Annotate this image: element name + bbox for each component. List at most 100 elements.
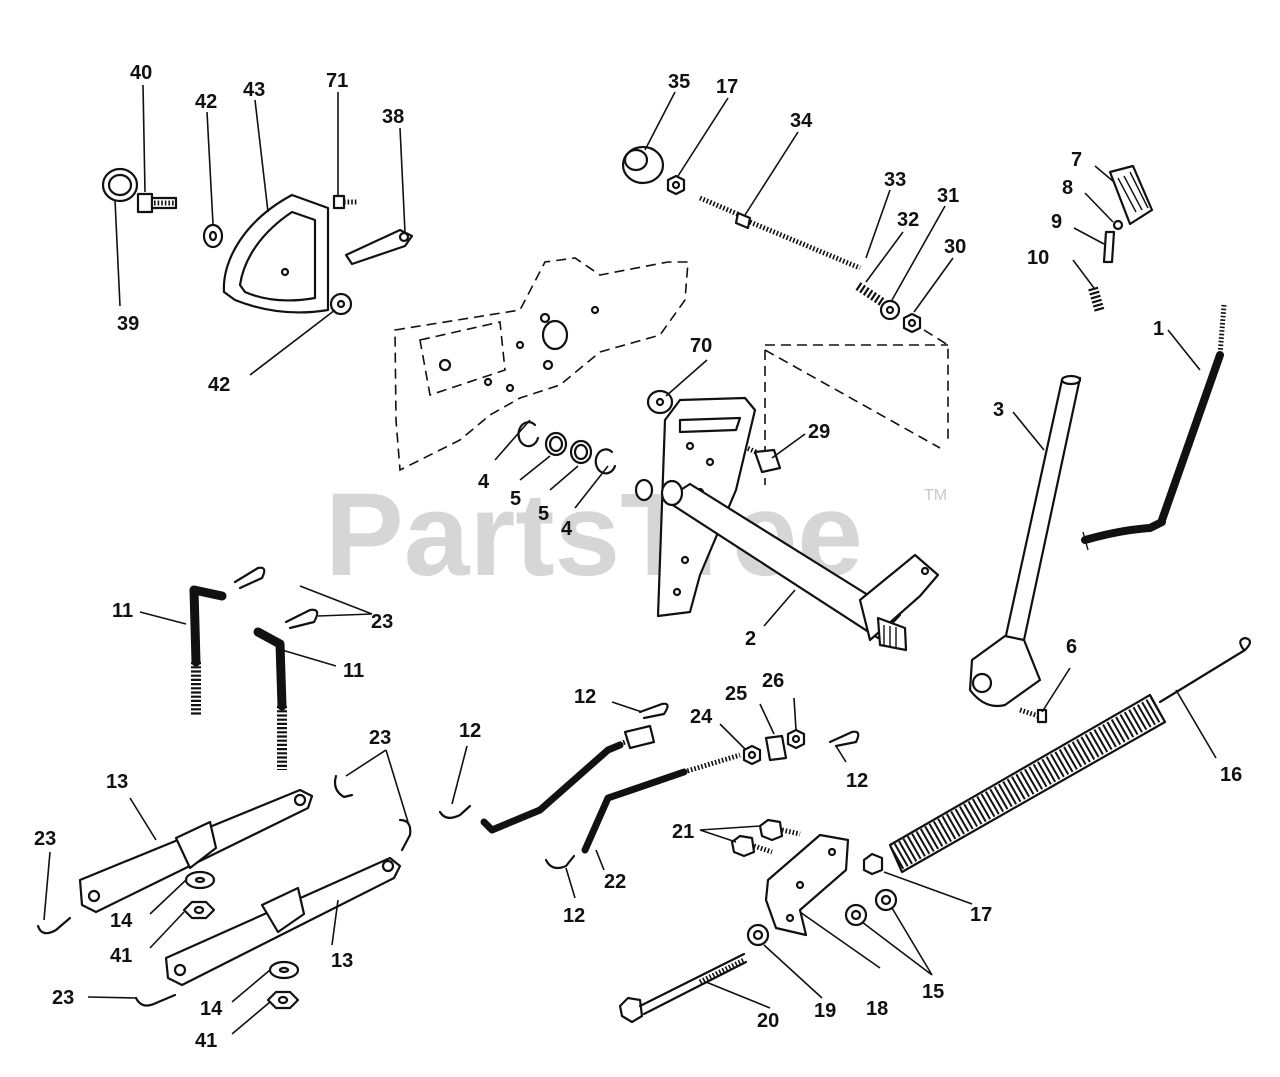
frame-outline (394, 257, 949, 485)
part-11-link-left[interactable] (189, 585, 227, 716)
part-4-clip-left[interactable] (517, 421, 540, 448)
callout-23: 23 (52, 987, 74, 1009)
part-13-lift-arm-lower[interactable] (164, 856, 402, 987)
part-7-grip[interactable] (1108, 164, 1154, 226)
callout-4: 4 (478, 471, 490, 493)
part-12-hairpin-right[interactable] (828, 730, 860, 748)
part-22-control-rod[interactable] (581, 752, 741, 854)
callout-31: 31 (937, 185, 959, 207)
callout-17: 17 (970, 904, 992, 926)
callout-25: 25 (725, 683, 747, 705)
part-8-detent[interactable] (1112, 219, 1124, 231)
part-15-spacer-right[interactable] (874, 888, 898, 912)
part-control-rod-upper[interactable] (480, 724, 656, 834)
callout-40: 40 (130, 62, 152, 84)
part-23-hairpin-1[interactable] (233, 566, 266, 590)
callout-23: 23 (369, 727, 391, 749)
callout-35: 35 (668, 71, 690, 93)
part-23-hairpin-4[interactable] (398, 818, 412, 852)
part-34-threaded-rod[interactable] (699, 195, 861, 271)
callout-14: 14 (200, 998, 223, 1020)
callout-16: 16 (1220, 764, 1242, 786)
part-12-hairpin-upper[interactable] (638, 702, 669, 720)
callout-8: 8 (1062, 177, 1073, 199)
part-1-lift-rod[interactable] (1081, 304, 1227, 551)
part-16-spring[interactable] (888, 636, 1252, 874)
part-17-nut-lower[interactable] (862, 852, 884, 876)
part-15-spacer-left[interactable] (844, 903, 868, 927)
part-23-hairpin-5[interactable] (36, 916, 72, 935)
part-5-washer-right[interactable] (569, 439, 593, 465)
part-13-lift-arm-upper[interactable] (78, 788, 314, 914)
part-35-knob[interactable] (621, 145, 665, 185)
callout-39: 39 (117, 313, 139, 335)
callout-1: 1 (1153, 318, 1164, 340)
part-14-washer-lower[interactable] (268, 960, 300, 980)
part-5-washer-left[interactable] (544, 431, 568, 457)
callout-12: 12 (846, 770, 868, 792)
part-23-hairpin-3[interactable] (333, 774, 354, 799)
callout-18: 18 (866, 998, 888, 1020)
callout-10: 10 (1027, 247, 1049, 269)
callout-5: 5 (510, 488, 521, 510)
callout-33: 33 (884, 169, 906, 191)
callout-23: 23 (34, 828, 56, 850)
part-3-lift-handle[interactable] (968, 374, 1082, 708)
callout-21: 21 (672, 821, 694, 843)
callout-42: 42 (195, 91, 217, 113)
part-25-ferrule[interactable] (764, 734, 788, 762)
callout-41: 41 (110, 945, 132, 967)
part-24-nut[interactable] (742, 744, 762, 766)
callout-12: 12 (563, 905, 585, 927)
callout-labels: 40 42 43 71 38 39 42 35 17 34 33 32 31 3… (34, 62, 1242, 1052)
part-26-nut[interactable] (786, 728, 806, 750)
callout-22: 22 (604, 871, 626, 893)
part-23-hairpin-6[interactable] (134, 993, 177, 1007)
part-38-bracket[interactable] (344, 228, 414, 266)
part-23-hairpin-2[interactable] (284, 608, 319, 630)
part-10-spring[interactable] (1088, 286, 1105, 314)
part-18-bracket[interactable] (764, 833, 850, 937)
part-29-adjuster-block[interactable] (736, 441, 782, 474)
part-2-lift-shaft[interactable] (634, 396, 940, 652)
part-40-bolt[interactable] (136, 192, 178, 214)
part-11-link-right[interactable] (253, 627, 287, 770)
part-41-nut-upper[interactable] (182, 900, 216, 920)
callout-13: 13 (331, 950, 353, 972)
part-43-fan-plate[interactable] (222, 193, 330, 314)
callout-70: 70 (690, 335, 712, 357)
part-9-pin[interactable] (1102, 230, 1116, 264)
callout-17: 17 (716, 76, 738, 98)
part-6-screw[interactable] (1019, 707, 1048, 724)
part-12-hairpin-lower[interactable] (544, 854, 576, 870)
callout-9: 9 (1051, 211, 1062, 233)
part-19-washer[interactable] (746, 923, 770, 947)
callout-15: 15 (922, 981, 944, 1003)
callout-12: 12 (459, 720, 481, 742)
part-14-washer-upper[interactable] (184, 870, 216, 890)
callout-5: 5 (538, 503, 549, 525)
part-71-screw[interactable] (332, 194, 357, 210)
part-42-washer-lower[interactable] (329, 292, 353, 316)
callout-4: 4 (561, 518, 573, 540)
callout-11: 11 (343, 660, 364, 682)
callout-19: 19 (814, 1000, 836, 1022)
part-20-bolt[interactable] (618, 952, 748, 1024)
part-17-nut-upper[interactable] (666, 174, 686, 196)
part-21-bolt-lower[interactable] (730, 834, 773, 858)
callout-41: 41 (195, 1030, 217, 1052)
part-4-clip-right[interactable] (594, 448, 617, 475)
callout-24: 24 (690, 706, 713, 728)
part-70-washer[interactable] (646, 389, 674, 415)
part-42-washer-upper[interactable] (202, 223, 224, 249)
part-31-washer[interactable] (879, 299, 901, 321)
part-30-nut[interactable] (902, 312, 922, 334)
part-41-nut-lower[interactable] (266, 990, 300, 1010)
callout-43: 43 (243, 79, 265, 101)
callout-11: 11 (112, 600, 133, 622)
part-39-ring[interactable] (101, 167, 139, 203)
callout-71: 71 (326, 70, 348, 92)
part-21-bolt-upper[interactable] (758, 818, 801, 842)
part-32-spring[interactable] (855, 282, 885, 306)
part-12-hairpin-left[interactable] (438, 804, 472, 819)
